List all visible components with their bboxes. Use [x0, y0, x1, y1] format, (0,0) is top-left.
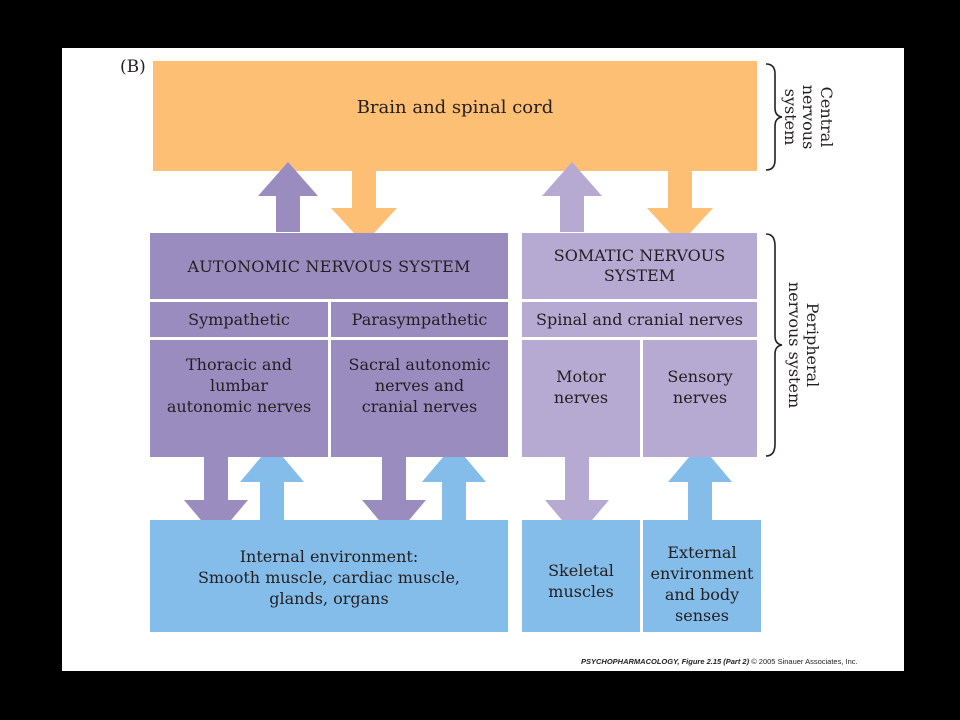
- somatic-title-box: SOMATIC NERVOUS SYSTEM: [522, 233, 757, 299]
- sympathetic-nerves-box: Thoracic and lumbar autonomic nerves: [150, 340, 328, 457]
- skeletal-line-2: muscles: [548, 582, 614, 601]
- internal-environment-box: Internal environment: Smooth muscle, car…: [150, 520, 508, 632]
- external-environment-box: External environment and body senses: [643, 520, 761, 632]
- figure-source: PSYCHOPHARMACOLOGY, Figure 2.15 (Part 2): [581, 657, 750, 666]
- arrow-external-to-sensory: [668, 444, 732, 520]
- parasympathetic-nerves-box: Sacral autonomic nerves and cranial nerv…: [331, 340, 508, 457]
- internal-line-2: Smooth muscle, cardiac muscle,: [197, 568, 461, 587]
- arrow-motor-to-skeletal: [545, 456, 609, 538]
- sensory-line-1: Sensory: [667, 367, 733, 386]
- brain-spinal-cord-box: Brain and spinal cord: [153, 61, 757, 171]
- parasympathetic-box: Parasympathetic: [331, 302, 508, 337]
- sensory-nerves-box: Sensory nerves: [643, 340, 757, 457]
- arrow-cns-to-autonomic: [331, 171, 397, 244]
- parasympathetic-nerves-line-1: Sacral autonomic: [348, 355, 491, 374]
- arrow-cns-to-somatic: [647, 171, 713, 244]
- arrow-autonomic-to-cns: [258, 162, 318, 232]
- autonomic-title-box: AUTONOMIC NERVOUS SYSTEM: [150, 233, 508, 299]
- arrow-somatic-to-cns: [542, 162, 602, 232]
- sensory-line-2: nerves: [672, 388, 728, 407]
- sympathetic-nerves-line-3: autonomic nerves: [166, 397, 312, 416]
- external-line-1: External: [667, 543, 737, 562]
- cns-bracket: [765, 63, 783, 171]
- figure-copyright: © 2005 Sinauer Associates, Inc.: [751, 657, 858, 666]
- cns-bracket-label: Central nervous system: [781, 84, 836, 150]
- spinal-cranial-box: Spinal and cranial nerves: [522, 302, 757, 337]
- motor-nerves-box: Motor nerves: [522, 340, 640, 457]
- external-line-4: senses: [675, 606, 729, 625]
- skeletal-line-1: Skeletal: [548, 561, 614, 580]
- cns-label-line-1: Central: [817, 86, 836, 148]
- arrow-internal-to-parasympathetic: [422, 444, 486, 520]
- arrow-internal-to-sympathetic: [240, 444, 304, 520]
- sympathetic-nerves-line-1: Thoracic and: [185, 355, 292, 374]
- external-line-2: environment: [650, 564, 754, 583]
- internal-line-1: Internal environment:: [239, 547, 419, 566]
- arrow-sympathetic-to-internal: [184, 456, 248, 538]
- parasympathetic-label: Parasympathetic: [351, 310, 488, 329]
- cns-label-line-2: nervous: [799, 84, 818, 150]
- skeletal-muscles-box: Skeletal muscles: [522, 520, 640, 632]
- cns-label-line-3: system: [781, 88, 800, 146]
- pns-bracket: [765, 233, 783, 457]
- sympathetic-label: Sympathetic: [188, 310, 290, 329]
- parasympathetic-nerves-line-3: cranial nerves: [361, 397, 478, 416]
- somatic-title-line-2: SYSTEM: [603, 266, 676, 285]
- parasympathetic-nerves-line-2: nerves and: [374, 376, 465, 395]
- spinal-cranial-label: Spinal and cranial nerves: [536, 310, 743, 329]
- autonomic-title: AUTONOMIC NERVOUS SYSTEM: [187, 256, 471, 276]
- brain-spinal-cord-label: Brain and spinal cord: [356, 97, 554, 118]
- sympathetic-nerves-line-2: lumbar: [209, 376, 268, 395]
- sympathetic-box: Sympathetic: [150, 302, 328, 337]
- figure-credit: PSYCHOPHARMACOLOGY, Figure 2.15 (Part 2)…: [581, 657, 858, 666]
- somatic-title-line-1: SOMATIC NERVOUS: [553, 246, 726, 265]
- external-line-3: and body: [664, 585, 740, 604]
- pns-label-line-2: nervous system: [785, 281, 804, 409]
- motor-line-1: Motor: [556, 367, 606, 386]
- motor-line-2: nerves: [553, 388, 609, 407]
- pns-label-line-1: Peripheral: [803, 302, 822, 388]
- panel-label: (B): [120, 57, 146, 77]
- pns-bracket-label: Peripheral nervous system: [785, 281, 822, 409]
- arrow-parasympathetic-to-internal: [362, 456, 426, 538]
- internal-line-3: glands, organs: [269, 589, 389, 608]
